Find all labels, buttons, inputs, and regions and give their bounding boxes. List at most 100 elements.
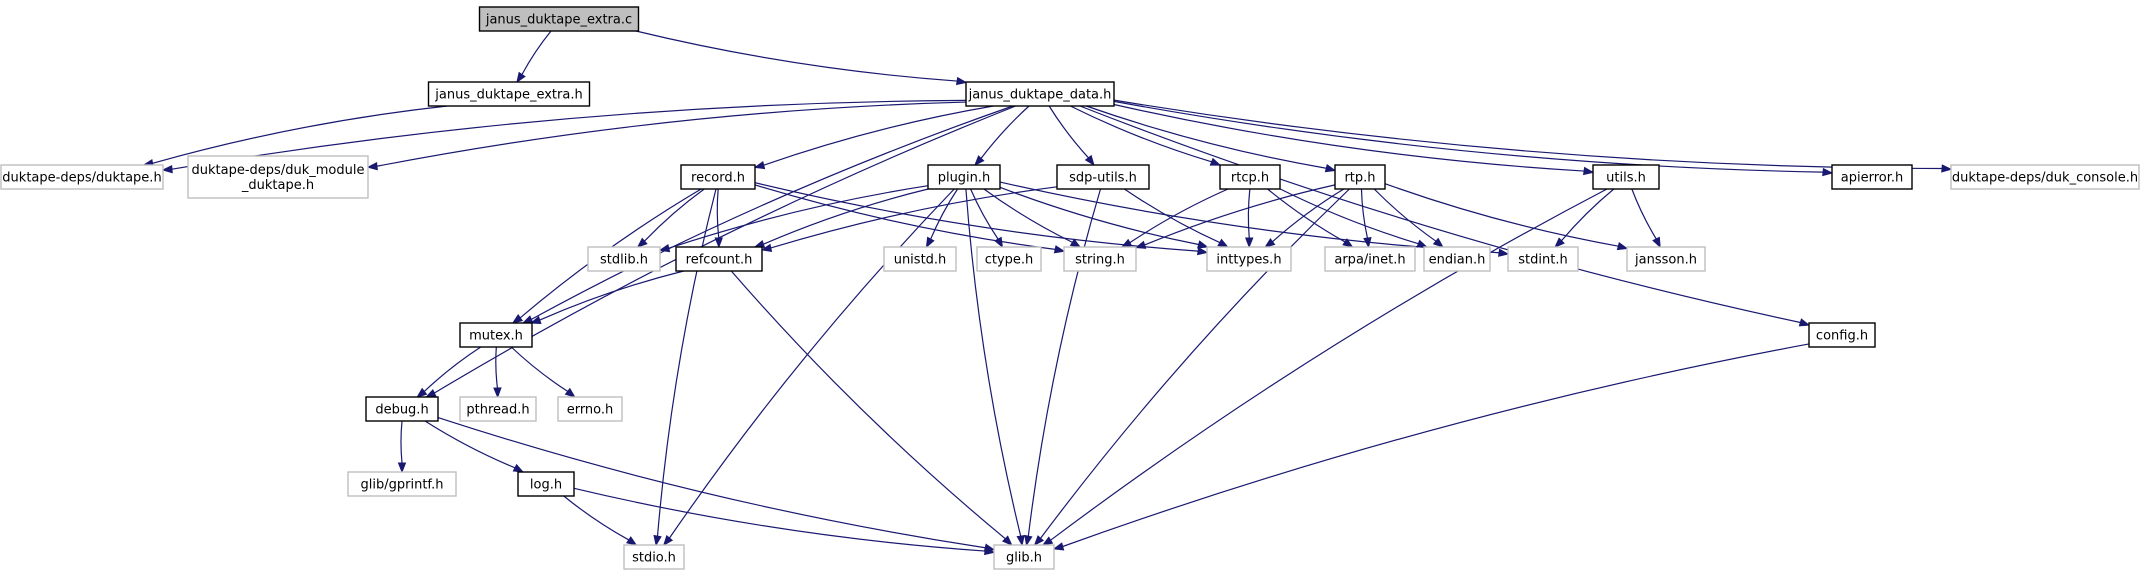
node-label: string.h	[1075, 253, 1125, 268]
arrowhead-icon	[1196, 240, 1209, 249]
node-box	[427, 81, 591, 107]
node-mutex-h[interactable]: mutex.h	[459, 322, 533, 348]
edge-data-h-to-sdp-utils-h	[1048, 105, 1095, 167]
arrowhead-icon	[955, 76, 968, 86]
node-box	[675, 246, 763, 272]
node-record-h[interactable]: record.h	[680, 164, 756, 190]
node-box	[1324, 246, 1416, 272]
arrowhead-icon	[1245, 237, 1254, 249]
edge-record-h-to-stdlib-h	[636, 188, 705, 248]
node-refcount-h[interactable]: refcount.h	[675, 246, 763, 272]
edge-plugin-h-to-stdio-h	[662, 188, 955, 547]
node-sdp-utils-h[interactable]: sdp-utils.h	[1056, 164, 1150, 190]
edge-root-to-data-h	[635, 30, 968, 86]
node-label: record.h	[691, 171, 745, 186]
arrowhead-icon	[1052, 542, 1065, 551]
edge-utils-h-to-glib-h	[1041, 188, 1608, 546]
node-rtp-h[interactable]: rtp.h	[1334, 164, 1386, 190]
node-box	[587, 246, 661, 272]
edge-data-h-to-apierror-h	[1113, 100, 1834, 177]
node-string-h: string.h	[1063, 246, 1137, 272]
node-label: stdint.h	[1518, 253, 1567, 268]
arrowhead-icon	[521, 315, 534, 324]
node-extra-h[interactable]: janus_duktape_extra.h	[427, 81, 591, 107]
node-stdint-h: stdint.h	[1507, 246, 1579, 272]
node-label: janus_duktape_extra.c	[485, 13, 632, 28]
node-box	[187, 155, 369, 199]
edge-rtcp-h-to-inttypes-h	[1245, 188, 1254, 249]
node-inttypes-h: inttypes.h	[1206, 246, 1292, 272]
node-label: jansson.h	[1634, 253, 1697, 268]
node-label: inttypes.h	[1216, 253, 1281, 268]
arrowhead-icon	[1069, 238, 1082, 248]
node-label: apierror.h	[1841, 171, 1903, 186]
node-box	[459, 322, 533, 348]
edge-plugin-h-to-stdlib-h	[658, 185, 929, 253]
arrowhead-icon	[1134, 240, 1147, 249]
arrowhead-icon	[1041, 536, 1054, 546]
node-box	[0, 164, 164, 190]
node-label: duktape-deps/duk_module	[192, 163, 365, 178]
edge-plugin-h-to-glib-h	[965, 188, 1025, 547]
edge-log-h-to-glib-h	[573, 487, 996, 556]
node-label: stdlib.h	[600, 253, 648, 268]
node-box	[623, 544, 685, 570]
arrowhead-icon	[1798, 318, 1811, 327]
arrowhead-icon	[511, 314, 524, 324]
node-root[interactable]: janus_duktape_extra.c	[478, 6, 640, 32]
node-label: errno.h	[567, 403, 614, 418]
edge-plugin-h-to-inttypes-h	[999, 186, 1209, 249]
arrowhead-icon	[529, 315, 542, 324]
node-box	[1626, 246, 1706, 272]
node-box	[459, 396, 537, 422]
node-label: sdp-utils.h	[1069, 171, 1137, 186]
node-label: rtcp.h	[1231, 171, 1269, 186]
edge-data-h-to-plugin-h	[974, 105, 1030, 167]
arrowhead-icon	[493, 387, 502, 399]
node-box	[478, 6, 640, 32]
arrowhead-icon	[658, 243, 671, 253]
node-label: _duktape.h	[241, 178, 314, 193]
arrowhead-icon	[416, 387, 428, 398]
arrowhead-icon	[1264, 237, 1276, 248]
arrowhead-icon	[983, 546, 996, 556]
arrowhead-icon	[512, 463, 525, 473]
node-label: endian.h	[1429, 253, 1486, 268]
node-debug-h[interactable]: debug.h	[365, 396, 439, 422]
arrowhead-icon	[1342, 238, 1354, 248]
edge-rtp-h-to-endian-h	[1373, 188, 1444, 248]
node-label: rtp.h	[1344, 171, 1375, 186]
node-box	[1219, 164, 1281, 190]
arrowhead-icon	[1084, 154, 1095, 167]
node-glib-h: glib.h	[993, 544, 1055, 570]
edge-rtp-h-to-inttypes-h	[1264, 188, 1345, 248]
edge-rtcp-h-to-endian-h	[1279, 188, 1428, 248]
node-ctype-h: ctype.h	[976, 246, 1042, 272]
edge-record-h-to-inttypes-h	[754, 182, 1209, 256]
edge-sdp-utils-h-to-glib-h	[1024, 188, 1102, 547]
node-log-h[interactable]: log.h	[517, 471, 575, 497]
node-apierror-h[interactable]: apierror.h	[1831, 164, 1913, 190]
arrowhead-icon	[636, 237, 648, 248]
node-label: duktape-deps/duktape.h	[2, 171, 161, 186]
arrowhead-icon	[760, 243, 773, 252]
arrowhead-icon	[662, 534, 674, 547]
arrowhead-icon	[714, 237, 723, 249]
node-box	[965, 81, 1115, 107]
node-label: log.h	[530, 478, 562, 493]
node-box	[557, 396, 623, 422]
node-unistd-h: unistd.h	[883, 246, 957, 272]
node-plugin-h[interactable]: plugin.h	[927, 164, 1001, 190]
edge-data-h-to-rtp-h	[1086, 105, 1337, 173]
node-utils-h[interactable]: utils.h	[1592, 164, 1660, 190]
edge-plugin-h-to-unistd-h	[925, 188, 959, 249]
node-label: pthread.h	[466, 403, 529, 418]
node-config-h[interactable]: config.h	[1808, 322, 1876, 348]
node-rtcp-h[interactable]: rtcp.h	[1219, 164, 1281, 190]
node-data-h[interactable]: janus_duktape_data.h	[965, 81, 1115, 107]
node-box	[680, 164, 756, 190]
arrowhead-icon	[653, 534, 662, 547]
edge-refcount-h-to-glib-h	[730, 270, 1013, 546]
node-errno-h: errno.h	[557, 396, 623, 422]
node-label: stdio.h	[632, 551, 676, 566]
